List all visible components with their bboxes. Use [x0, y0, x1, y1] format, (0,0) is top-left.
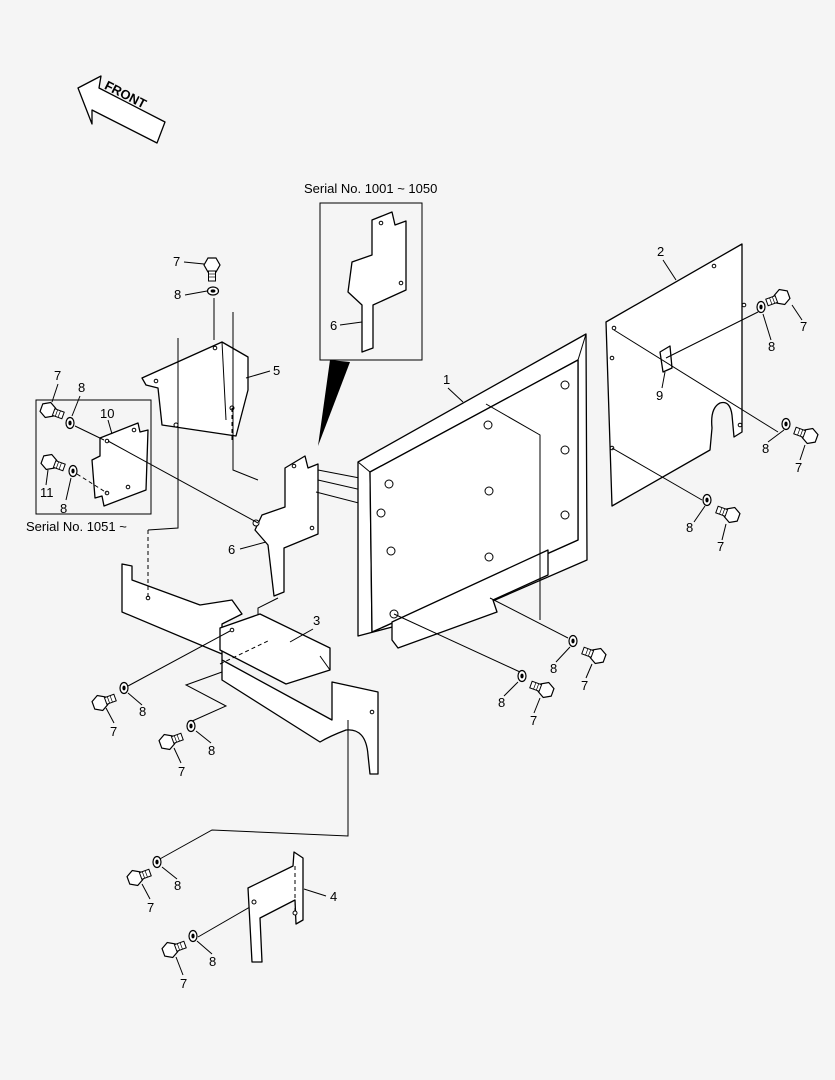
bracket-part-6-group: 6	[107, 440, 389, 620]
callout-6-main: 6	[228, 542, 235, 557]
callout-8-inset-b: 8	[60, 501, 67, 516]
svg-text:7: 7	[147, 900, 154, 915]
bracket-part-4-group: 4	[247, 851, 337, 963]
callout-7-top: 7	[173, 254, 180, 269]
callout-8-inset: 8	[78, 380, 85, 395]
svg-text:7: 7	[178, 764, 185, 779]
inset-pointer-arrow	[318, 360, 350, 446]
panel-part-1-group: 1	[357, 333, 588, 673]
inset-serial-1001-1050: Serial No. 1001 ~ 1050 6	[304, 181, 437, 446]
callout-3: 3	[313, 613, 320, 628]
svg-text:8: 8	[174, 878, 181, 893]
svg-text:7: 7	[180, 976, 187, 991]
callout-1: 1	[443, 372, 450, 387]
right-fasteners: 7 8 8 7 8 7 8 7 8 7	[498, 286, 820, 728]
svg-text:7: 7	[800, 319, 807, 334]
bracket-part-4	[247, 851, 304, 963]
callout-8-top: 8	[174, 287, 181, 302]
serial-top-caption: Serial No. 1001 ~ 1050	[304, 181, 437, 196]
cover-part-2	[605, 243, 743, 507]
svg-text:8: 8	[498, 695, 505, 710]
callout-2: 2	[657, 244, 664, 259]
bracket-part-5-group: 7 8 5	[141, 254, 280, 531]
callout-4: 4	[330, 889, 337, 904]
bracket-part-6	[254, 455, 319, 597]
svg-text:7: 7	[795, 460, 802, 475]
svg-text:8: 8	[762, 441, 769, 456]
svg-text:8: 8	[208, 743, 215, 758]
svg-text:8: 8	[209, 954, 216, 969]
bracket-part-6-inset	[347, 211, 407, 353]
bracket-part-3-group: 3	[121, 530, 379, 861]
svg-text:8: 8	[768, 339, 775, 354]
callout-5: 5	[273, 363, 280, 378]
svg-text:7: 7	[530, 713, 537, 728]
inset-serial-1051: Serial No. 1051 ~ 7 8 10 11 8	[26, 368, 152, 534]
svg-text:8: 8	[139, 704, 146, 719]
callout-7-inset: 7	[54, 368, 61, 383]
svg-text:7: 7	[581, 678, 588, 693]
callout-10: 10	[100, 406, 114, 421]
svg-text:7: 7	[110, 724, 117, 739]
cover-part-2-group: 2 9	[605, 243, 779, 507]
svg-text:8: 8	[686, 520, 693, 535]
bracket-part-5	[141, 341, 249, 437]
svg-text:7: 7	[717, 539, 724, 554]
bracket-part-10	[91, 422, 149, 507]
callout-9: 9	[656, 388, 663, 403]
front-arrow-icon: FRONT	[77, 75, 166, 144]
callout-6-inset: 6	[330, 318, 337, 333]
clip-part-9	[659, 345, 673, 373]
left-lower-fasteners: 8 7 8 7 8 7 8 7	[90, 681, 263, 991]
callout-11: 11	[40, 485, 54, 500]
svg-text:8: 8	[550, 661, 557, 676]
serial-left-caption: Serial No. 1051 ~	[26, 519, 127, 534]
